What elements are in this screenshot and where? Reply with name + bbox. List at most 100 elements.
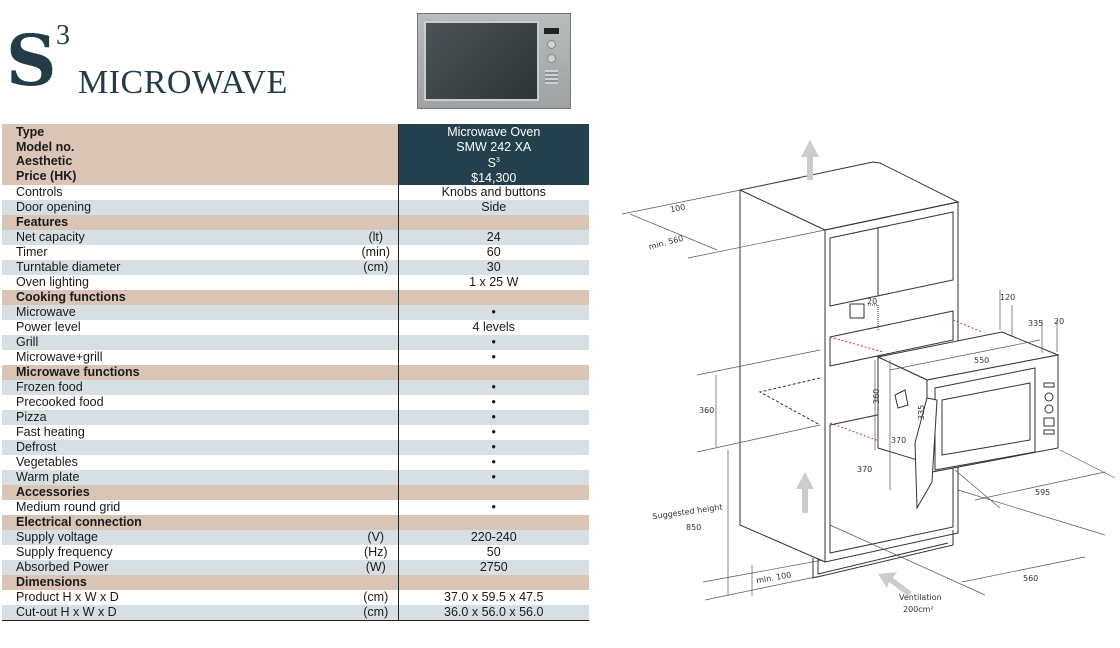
spec-value: 220-240 [397, 530, 589, 546]
spec-header-values: Microwave Oven SMW 242 XA S3 $14,300 [397, 124, 589, 186]
spec-row: Pizza • [2, 410, 589, 426]
section-header-row: Cooking functions [2, 290, 589, 306]
spec-unit: (cm) [354, 605, 398, 621]
label-model: Model no. [16, 139, 75, 154]
spec-row: Supply frequency(Hz)50 [2, 545, 589, 561]
spec-label: Door opening [2, 200, 354, 216]
spec-label: Grill [2, 335, 354, 351]
spec-label: Accessories [2, 485, 354, 501]
spec-unit: (lt) [354, 230, 398, 246]
spec-label: Absorbed Power [2, 560, 354, 576]
spec-unit [354, 335, 398, 351]
spec-value: 36.0 x 56.0 x 56.0 [397, 605, 589, 621]
logo-letter: S [6, 19, 57, 102]
spec-row: Timer(min)60 [2, 245, 589, 261]
spec-label: Dimensions [2, 575, 354, 591]
spec-row: Power level 4 levels [2, 320, 589, 336]
label-aesthetic: Aesthetic [16, 154, 73, 168]
spec-row: Oven lighting 1 x 25 W [2, 275, 589, 291]
spec-value: 1 x 25 W [397, 275, 589, 291]
spec-unit: (W) [354, 560, 398, 576]
spec-label: Net capacity [2, 230, 354, 246]
spec-label: Pizza [2, 410, 354, 426]
spec-unit [354, 350, 398, 366]
spec-unit [354, 575, 398, 591]
dim-120: 120 [1000, 293, 1015, 302]
spec-value: • [397, 380, 589, 396]
spec-header-row: Type Model no. Aesthetic Price (HK) Micr… [2, 124, 589, 186]
dimension-lines [621, 177, 1116, 601]
spec-label: Cooking functions [2, 290, 354, 306]
spec-value: 4 levels [397, 320, 589, 336]
dim-335-top: 335 [1028, 319, 1043, 328]
spec-unit [354, 305, 398, 321]
spec-label: Microwave [2, 305, 354, 321]
spec-row: Vegetables• [2, 455, 589, 471]
spec-label: Supply voltage [2, 530, 354, 546]
ventilation-label: Ventilation [899, 593, 942, 602]
spec-value: Knobs and buttons [397, 185, 589, 201]
spec-unit [354, 215, 398, 231]
spec-row: Microwave+grill• [2, 350, 589, 366]
spec-unit: (cm) [354, 260, 398, 276]
spec-unit: (Hz) [354, 545, 398, 561]
spec-row: Grill• [2, 335, 589, 351]
spec-unit [354, 275, 398, 291]
dim-595: 595 [1035, 488, 1050, 497]
spec-row: Frozen food• [2, 380, 589, 396]
spec-label: Oven lighting [2, 275, 354, 291]
label-type: Type [16, 125, 45, 139]
spec-label: Defrost [2, 440, 354, 456]
aesthetic-superscript: 3 [495, 157, 500, 164]
spec-row: Controls Knobs and buttons [2, 185, 589, 201]
spec-value: 50 [397, 545, 589, 561]
spec-row: Cut-out H x W x D(cm)36.0 x 56.0 x 56.0 [2, 605, 589, 621]
spec-label: Features [2, 215, 354, 231]
dim-335-vertical: 335 [917, 405, 926, 420]
installation-diagram-svg: 100 min. 560 20 120 335 20 550 360 360 3… [621, 140, 1116, 614]
spec-row: Defrost• [2, 440, 589, 456]
spec-unit: (cm) [354, 590, 398, 606]
value-type: Microwave Oven [447, 125, 541, 139]
oven-display [544, 28, 559, 34]
spec-label: Power level [2, 320, 354, 336]
spec-value [397, 365, 589, 381]
spec-header-labels: Type Model no. Aesthetic Price (HK) [2, 124, 398, 186]
spec-value: • [397, 455, 589, 471]
spec-label: Warm plate [2, 470, 354, 486]
spec-label: Medium round grid [2, 500, 354, 516]
spec-label: Turntable diameter [2, 260, 354, 276]
spec-table: Type Model no. Aesthetic Price (HK) Micr… [2, 124, 589, 622]
section-header-row: Dimensions [2, 575, 589, 591]
dim-360-vertical: 360 [872, 389, 881, 404]
value-price: $14,300 [471, 170, 517, 185]
spec-value [397, 215, 589, 231]
oven-window [424, 21, 539, 101]
spec-value [397, 575, 589, 591]
dim-550: 550 [974, 356, 989, 365]
spec-row: Turntable diameter(cm)30 [2, 260, 589, 276]
aesthetic-letter: S [487, 156, 496, 171]
ventilation-arrow-icon [878, 572, 912, 596]
spec-unit [354, 455, 398, 471]
spec-value: • [397, 500, 589, 516]
label-price: Price (HK) [16, 168, 77, 183]
dim-370-b: 370 [857, 465, 872, 474]
dim-min-560: min. 560 [648, 234, 685, 252]
section-header-row: Microwave functions [2, 365, 589, 381]
knob-icon [547, 40, 556, 49]
spec-unit [354, 500, 398, 516]
spec-label: Controls [2, 185, 354, 201]
spec-value: • [397, 305, 589, 321]
knob-icon [547, 54, 556, 63]
spec-value: • [397, 410, 589, 426]
spec-unit: (min) [354, 245, 398, 261]
dim-20-socket: 20 [867, 297, 877, 306]
power-socket-icon [849, 303, 865, 319]
spec-value: • [397, 470, 589, 486]
spec-label: Fast heating [2, 425, 354, 441]
suggested-height-value: 850 [686, 523, 701, 532]
dim-360-left: 360 [699, 406, 714, 415]
spec-value: • [397, 350, 589, 366]
spec-unit [354, 470, 398, 486]
